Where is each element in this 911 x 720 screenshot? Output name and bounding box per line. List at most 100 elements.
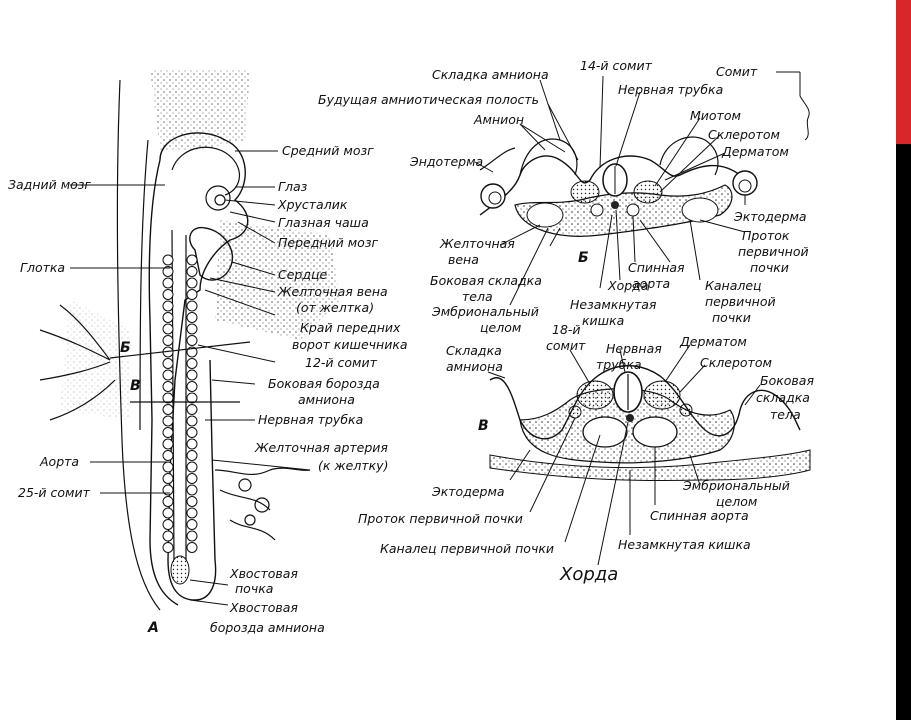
label-v-bokovaya-3: тела — [770, 407, 801, 422]
slide-accent-bar-red — [896, 0, 911, 144]
somite-bead — [162, 312, 174, 323]
label-v-somit18-1: 18-й — [552, 322, 581, 337]
section-b-vein-r2 — [738, 179, 752, 193]
section-v-duct-l — [568, 405, 582, 419]
section-v-somite-left — [576, 380, 614, 410]
label-perednij-mozg: Передний мозг — [278, 235, 378, 250]
label-v-horda: Хорда — [559, 564, 618, 585]
somite-bead — [186, 369, 198, 381]
somite-bead — [162, 438, 174, 450]
label-v-sklerotom: Склеротом — [700, 355, 772, 370]
heart-shape — [189, 226, 234, 281]
somite-bead — [162, 542, 174, 553]
label-srednij-mozg: Средний мозг — [282, 143, 374, 158]
somite-bead — [162, 323, 174, 335]
label-v-dermatom: Дерматом — [679, 334, 747, 349]
midbrain-vesicle — [171, 146, 241, 196]
section-b-amnion-fold-r — [659, 136, 719, 176]
label-b-spinnaya-2: аорта — [632, 276, 670, 291]
label-aorta: Аорта — [39, 454, 79, 469]
label-v-bokovaya-2: складка — [756, 390, 810, 405]
vitelline-net-node-3 — [244, 514, 256, 526]
label-v-bokovaya-1: Боковая — [760, 373, 814, 388]
somite-bead — [186, 415, 198, 427]
yolk-dotted-area-right — [215, 220, 340, 340]
label-b-zheltochnaya-1: Желточная — [439, 236, 515, 251]
label-v-kanalec: Каналец первичной почки — [380, 541, 554, 556]
label-hrustalik: Хрусталик — [277, 197, 348, 212]
panel-label-a: А — [147, 620, 159, 636]
section-v-duct-r — [679, 403, 693, 417]
section-v-aorta-l — [582, 416, 628, 448]
label-b-endoterma: Эндотерма — [409, 154, 483, 169]
section-b-aorta-l — [590, 203, 604, 217]
label-glotka: Глотка — [20, 260, 65, 275]
somite-bead — [186, 277, 198, 289]
panel-v-labels: Складка амниона 18-й сомит Нервная трубк… — [358, 322, 814, 585]
label-hvost-borozda-2: борозда амниона — [210, 620, 325, 635]
label-zheltochnaya-vena-2: (от желтка) — [296, 300, 374, 315]
amnion-right-line — [139, 139, 149, 431]
panel-b-drawing — [479, 136, 758, 237]
section-v-somite-right — [643, 380, 681, 410]
label-b-horda: Хорда — [607, 278, 648, 293]
vitelline-net-node-1 — [238, 478, 252, 492]
somite-bead — [162, 404, 174, 415]
label-b-bokovaya-1: Боковая складка — [430, 273, 542, 288]
label-v-nezamk: Незамкнутая кишка — [618, 537, 751, 552]
label-somit25: 25-й сомит — [18, 485, 91, 500]
somite-bead — [186, 450, 198, 461]
body-left-outline — [148, 159, 179, 606]
section-marker-b: Б — [120, 340, 131, 356]
somite-bead — [186, 473, 198, 484]
somite-bead — [186, 300, 198, 312]
label-v-somit18-2: сомит — [546, 338, 586, 353]
somite-bead — [162, 358, 174, 369]
label-b-somit14: 14-й сомит — [580, 58, 653, 73]
somite-bead — [186, 519, 198, 530]
label-b-zheltochnaya-2: вена — [448, 252, 479, 267]
somite-bead — [162, 369, 174, 381]
section-b-coelom-l — [526, 202, 564, 228]
label-v-ektoderma: Эктодерма — [431, 484, 505, 499]
panel-a-labels: Средний мозг Задний мозг Глаз Хрусталик … — [8, 143, 408, 636]
section-v-aorta-r — [632, 416, 678, 448]
somite-bead — [162, 381, 174, 392]
label-nervnaya-trubka: Нервная трубка — [258, 412, 363, 427]
somite-bead — [162, 392, 174, 404]
label-glaz: Глаз — [278, 179, 308, 194]
vitelline-network-right — [214, 467, 311, 541]
somite-bead — [162, 254, 174, 266]
somite-bead — [162, 266, 174, 277]
tail-bud — [170, 555, 190, 585]
section-v-chorda — [626, 414, 634, 422]
section-marker-v: В — [130, 378, 141, 394]
somite-bead — [186, 289, 198, 300]
label-b-kanalec-2: первичной — [705, 294, 776, 309]
label-v-spinnaya-aorta: Спинная аорта — [650, 508, 749, 523]
label-zadnij-mozg: Задний мозг — [8, 177, 91, 192]
label-v-skladka-2: амниона — [446, 359, 503, 374]
section-b-coelom-r — [681, 197, 719, 223]
label-v-nervnaya-2: трубка — [596, 357, 642, 372]
somite-bead — [186, 404, 198, 415]
section-b-vein-l2 — [488, 191, 502, 205]
somite-bead — [162, 335, 174, 346]
label-b-dermatom: Дерматом — [721, 144, 789, 159]
panel-a-leaders — [70, 150, 311, 606]
panel-b-labels: Складка амниона 14-й сомит Сомит Будущая… — [318, 58, 809, 335]
section-b-somite-right — [633, 180, 663, 204]
label-zheltochnaya-vena-1: Желточная вена — [277, 284, 388, 299]
somite-bead — [162, 277, 174, 289]
label-arteriya-2: (к желтку) — [318, 458, 388, 473]
section-v-gut — [489, 449, 811, 481]
label-b-amnion: Амнион — [473, 112, 524, 127]
somite-bead — [186, 266, 198, 277]
label-somit12: 12-й сомит — [305, 355, 378, 370]
panel-v-leaders — [487, 344, 761, 566]
label-b-bokovaya-2: тела — [462, 289, 493, 304]
label-b-sklerotom: Склеротом — [708, 127, 780, 142]
panel-a-drawing — [39, 70, 340, 611]
vitelline-net-node-2 — [254, 497, 270, 513]
